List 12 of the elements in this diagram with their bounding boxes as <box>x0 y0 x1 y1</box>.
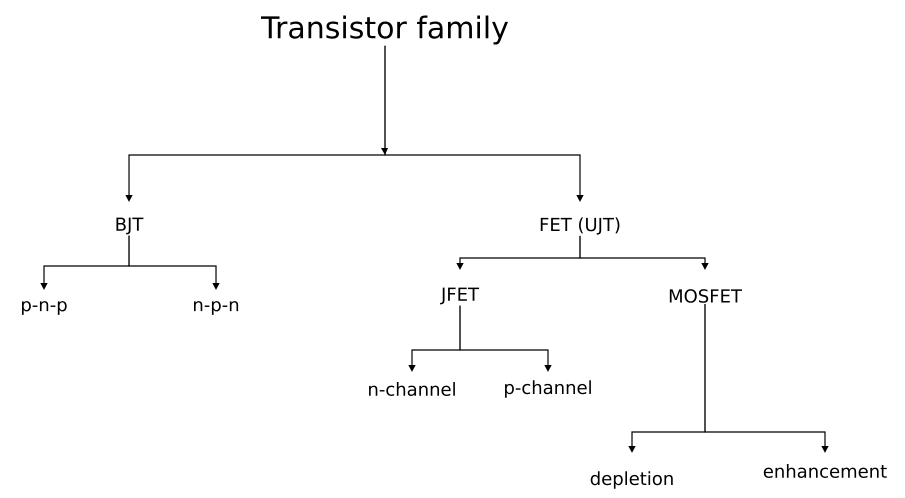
node-label: depletion <box>590 471 673 489</box>
title-label: Transistor family <box>261 16 508 45</box>
node-label: n-p-n <box>194 301 238 315</box>
node-label: BJT <box>116 218 144 234</box>
node-label: p-channel <box>505 380 591 398</box>
node-label: enhancement <box>764 464 887 478</box>
node-label: MOSFET <box>670 289 742 303</box>
node-label: JFET <box>440 288 480 304</box>
node-label: FET (UJT) <box>540 217 620 235</box>
node-label: p-n-p <box>22 301 67 315</box>
arrowhead <box>381 148 388 155</box>
node-label: n-channel <box>369 382 455 396</box>
